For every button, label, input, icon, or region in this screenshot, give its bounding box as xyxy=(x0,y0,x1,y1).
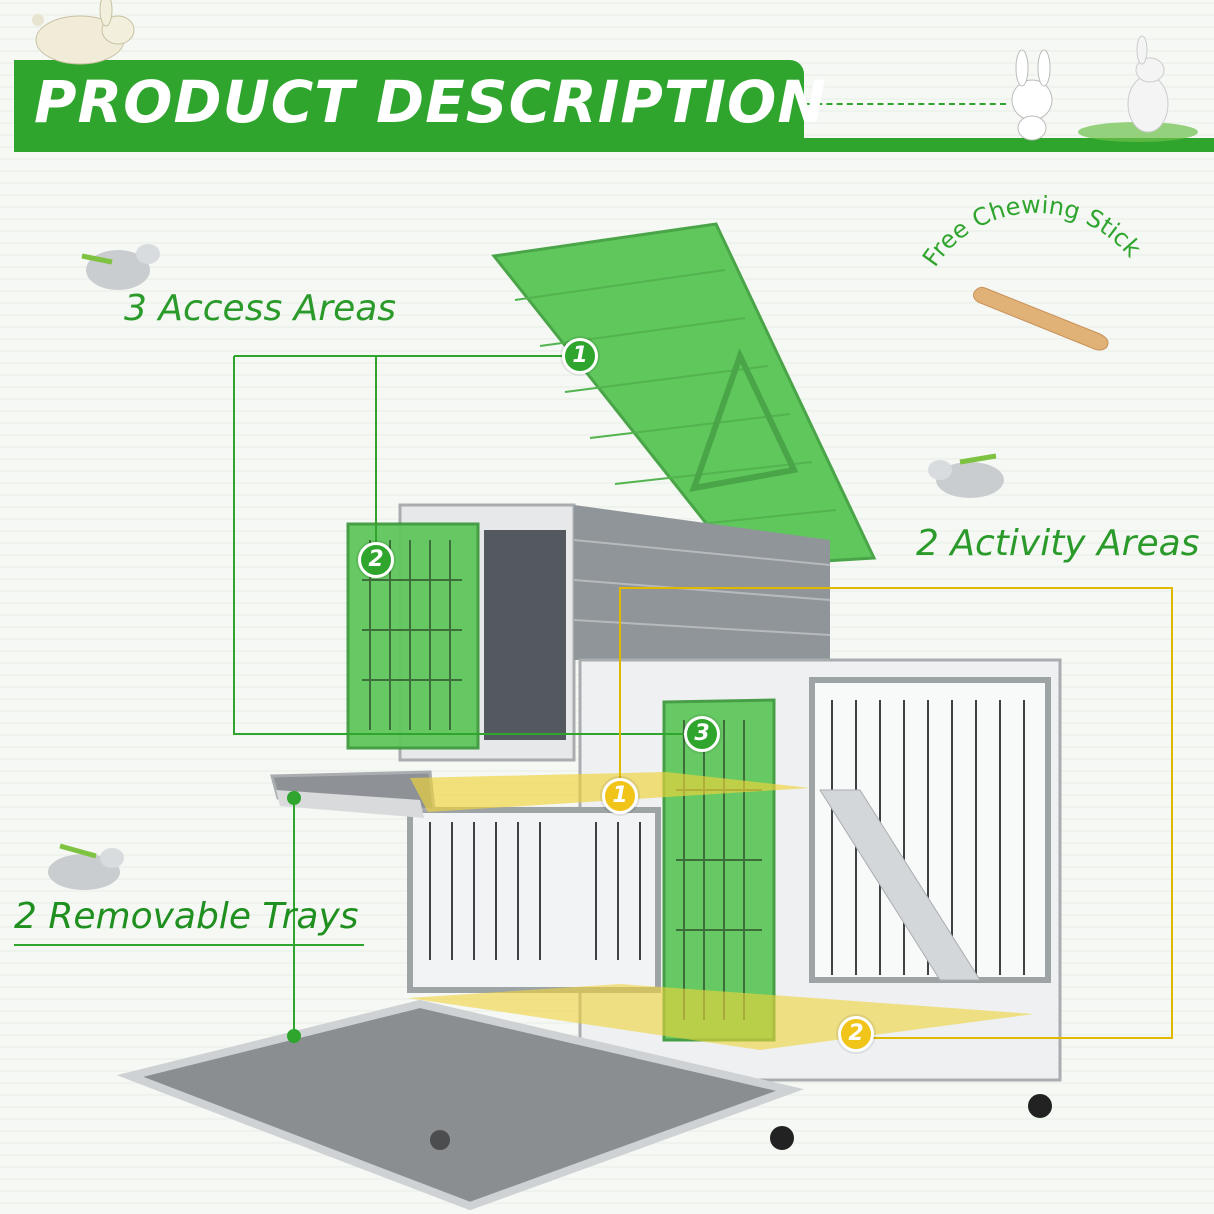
hutch-lower-cage xyxy=(407,807,661,993)
access-badge-1: 1 xyxy=(562,338,598,374)
access-areas-label: 3 Access Areas xyxy=(124,288,397,329)
page-title: PRODUCT DESCRIPTION xyxy=(34,68,827,136)
bottom-tray xyxy=(116,999,805,1211)
trays-underline xyxy=(14,944,364,946)
activity-callout-lines xyxy=(619,587,1173,1039)
activity-badge-2: 2 xyxy=(838,1016,874,1052)
free-chewing-stick-text: Free Chewing Stick xyxy=(917,191,1147,272)
trays-callout-line xyxy=(287,791,301,1043)
bunny-hopping-icon xyxy=(928,453,1004,498)
banner-dash-line xyxy=(806,103,1006,105)
access-badge-3: 3 xyxy=(684,716,720,752)
access-callout-lines xyxy=(233,355,688,735)
bunny-sitting-icon xyxy=(32,0,135,65)
chewing-stick-icon xyxy=(972,286,1109,351)
hutch-roof xyxy=(491,222,877,568)
bunny-hopping-icon xyxy=(48,843,124,890)
caster-wheels xyxy=(430,1094,1052,1150)
bunny-sitting-icon xyxy=(1078,35,1198,142)
bunny-cartoon-icon xyxy=(1011,49,1053,141)
header-banner xyxy=(14,60,804,152)
banner-underline xyxy=(804,138,1214,152)
removable-trays-label: 2 Removable Trays xyxy=(14,896,359,937)
activity-badge-1: 1 xyxy=(602,778,638,814)
access-badge-2: 2 xyxy=(358,542,394,578)
bunny-hopping-icon xyxy=(81,244,160,290)
activity-areas-label: 2 Activity Areas xyxy=(916,523,1200,564)
